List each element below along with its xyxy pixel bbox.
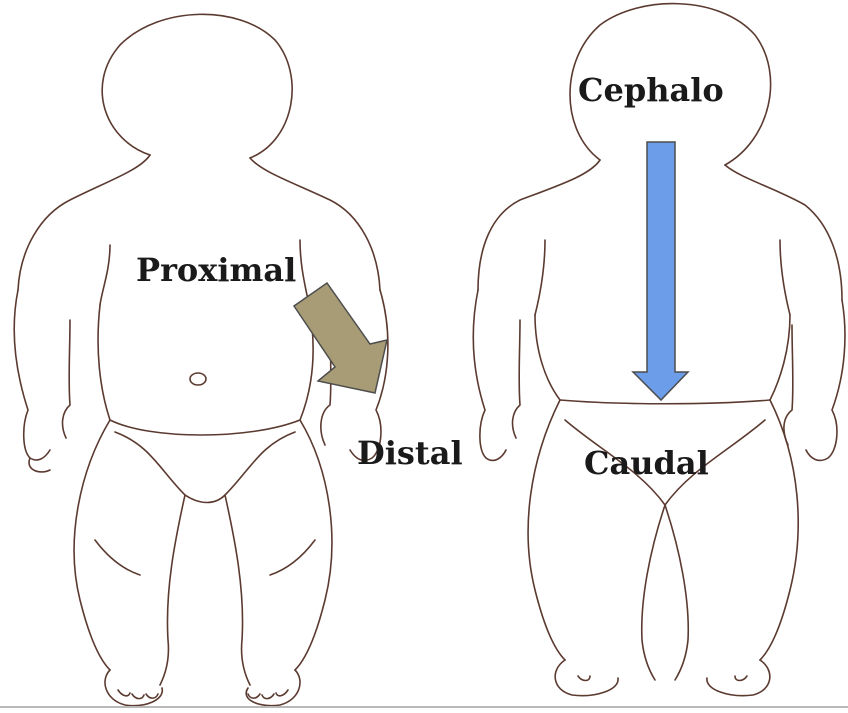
distal-label: Distal — [357, 437, 463, 469]
cephalo-label: Cephalo — [578, 74, 724, 106]
front-right-foot — [246, 670, 300, 706]
front-head-outline — [102, 14, 292, 158]
back-right-foot — [707, 660, 770, 696]
front-left-foot — [105, 670, 162, 706]
back-left-foot — [555, 660, 618, 696]
proximal-label: Proximal — [136, 254, 296, 286]
front-diaper-outline — [110, 420, 300, 435]
back-diaper-outline — [560, 400, 770, 404]
cephalo-caudal-arrow — [633, 142, 688, 400]
bottom-divider — [0, 706, 848, 708]
caudal-label: Caudal — [584, 447, 709, 479]
proximal-distal-arrow — [294, 283, 387, 393]
